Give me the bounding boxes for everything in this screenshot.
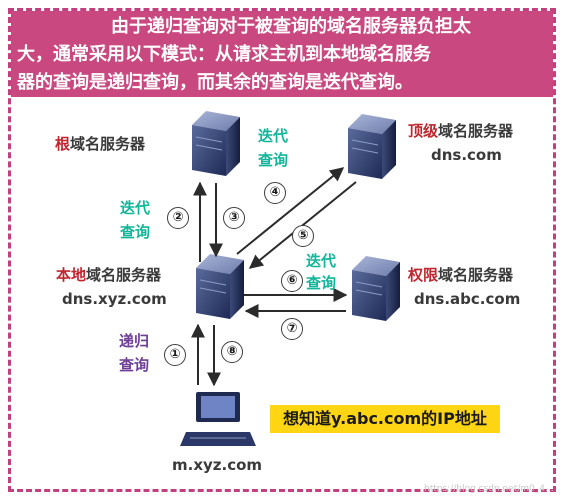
banner-line-3: 器的查询是递归查询，而其余的查询是迭代查询。 — [17, 72, 413, 93]
iterative-label-right-line2: 查询 — [306, 274, 337, 292]
auth-rest: 域名服务器 — [438, 266, 514, 284]
step-badge-5: ⑤ — [292, 225, 314, 247]
tld-highlight: 顶级 — [408, 122, 439, 140]
root-rest: 域名服务器 — [70, 135, 146, 153]
arrow-step-4 — [236, 167, 345, 255]
recursive-label-line1: 递归 — [119, 332, 150, 350]
local-server-label: 本地域名服务器 — [56, 266, 161, 285]
banner-line-1: 由于递归查询对于被查询的域名服务器负担太 — [111, 16, 471, 37]
iterative-label-top-line1: 迭代 — [258, 127, 289, 145]
step-badge-7: ⑦ — [281, 318, 303, 340]
auth-domain: dns.abc.com — [414, 290, 521, 308]
tld-server-label: 顶级域名服务器 — [408, 122, 513, 141]
tld-rest: 域名服务器 — [438, 122, 514, 140]
root-server-label: 根域名服务器 — [55, 135, 145, 154]
banner-line-2: 大，通常采用以下模式：从请求主机到本地域名服务 — [17, 44, 431, 65]
client-domain: m.xyz.com — [172, 456, 263, 474]
explanation-banner: 由于递归查询对于被查询的域名服务器负担太 大，通常采用以下模式：从请求主机到本地… — [11, 11, 553, 97]
iterative-label-left-line1: 迭代 — [120, 199, 151, 217]
iterative-label-top-line2: 查询 — [258, 151, 289, 169]
step-badge-4: ④ — [264, 182, 286, 204]
step-badge-1: ① — [164, 344, 186, 366]
step-badge-2: ② — [167, 207, 189, 229]
tld-domain: dns.com — [431, 146, 502, 164]
local-rest: 域名服务器 — [86, 266, 162, 284]
query-goal-callout: 想知道y.abc.com的IP地址 — [270, 405, 500, 433]
local-server-icon — [196, 254, 244, 319]
tld-server-icon — [348, 114, 396, 179]
iterative-label-right-line1: 迭代 — [306, 252, 337, 270]
recursive-label-line2: 查询 — [119, 356, 150, 374]
step-badge-8: ⑧ — [221, 341, 243, 363]
root-highlight: 根 — [55, 135, 71, 153]
local-domain: dns.xyz.com — [62, 290, 167, 308]
local-highlight: 本地 — [56, 266, 87, 284]
auth-server-label: 权限域名服务器 — [408, 266, 513, 285]
step-badge-6: ⑥ — [281, 270, 303, 292]
auth-highlight: 权限 — [408, 266, 439, 284]
iterative-label-left-line2: 查询 — [120, 223, 151, 241]
source-watermark: https://blog.csdn.net/m0_4... — [424, 484, 554, 494]
root-server-icon — [192, 111, 240, 176]
auth-server-icon — [352, 256, 400, 321]
client-computer-icon — [180, 392, 256, 446]
step-badge-3: ③ — [223, 207, 245, 229]
